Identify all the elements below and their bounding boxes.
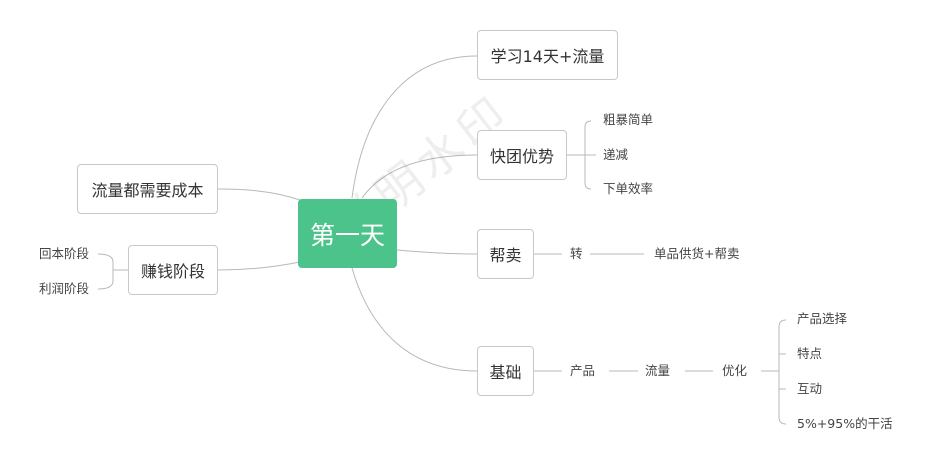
- leaf-decreasing[interactable]: 递减: [603, 147, 629, 162]
- branch-study-14-days-traffic[interactable]: 学习14天+流量: [477, 30, 618, 80]
- connector-l2-bracket: [97, 253, 128, 290]
- leaf-features[interactable]: 特点: [797, 346, 823, 361]
- leaf-traffic[interactable]: 流量: [645, 363, 671, 378]
- branch-traffic-cost[interactable]: 流量都需要成本: [77, 164, 218, 214]
- leaf-5-95-tips[interactable]: 5%+95%的干活: [797, 416, 893, 431]
- branch-help-sell[interactable]: 帮卖: [477, 229, 534, 279]
- connector-b4-bracket: [778, 319, 787, 425]
- leaf-payback-stage[interactable]: 回本阶段: [39, 246, 90, 261]
- branch-group-buy-advantage[interactable]: 快团优势: [477, 130, 567, 180]
- leaf-product-selection[interactable]: 产品选择: [797, 311, 848, 326]
- leaf-single-product-supply[interactable]: 单品供货+帮卖: [654, 246, 740, 261]
- connector-root-b4: [351, 267, 478, 372]
- connector-b2-bracket: [567, 120, 596, 190]
- leaf-interaction[interactable]: 互动: [797, 381, 823, 396]
- branch-earning-stage[interactable]: 赚钱阶段: [128, 245, 218, 295]
- connector-root-l2: [217, 261, 301, 271]
- leaf-profit-stage[interactable]: 利润阶段: [39, 281, 90, 296]
- leaf-product[interactable]: 产品: [570, 363, 596, 378]
- leaf-optimize[interactable]: 优化: [722, 363, 748, 378]
- leaf-order-efficiency[interactable]: 下单效率: [603, 181, 654, 196]
- leaf-transfer[interactable]: 转: [570, 246, 583, 261]
- root-node[interactable]: 第一天: [298, 199, 397, 268]
- branch-basics[interactable]: 基础: [477, 346, 534, 396]
- leaf-rough-simple[interactable]: 粗暴简单: [603, 112, 654, 127]
- connector-root-b2: [361, 154, 478, 199]
- connector-root-l1: [217, 188, 301, 201]
- connector-root-b1: [351, 55, 478, 199]
- connector-root-b3: [396, 249, 478, 255]
